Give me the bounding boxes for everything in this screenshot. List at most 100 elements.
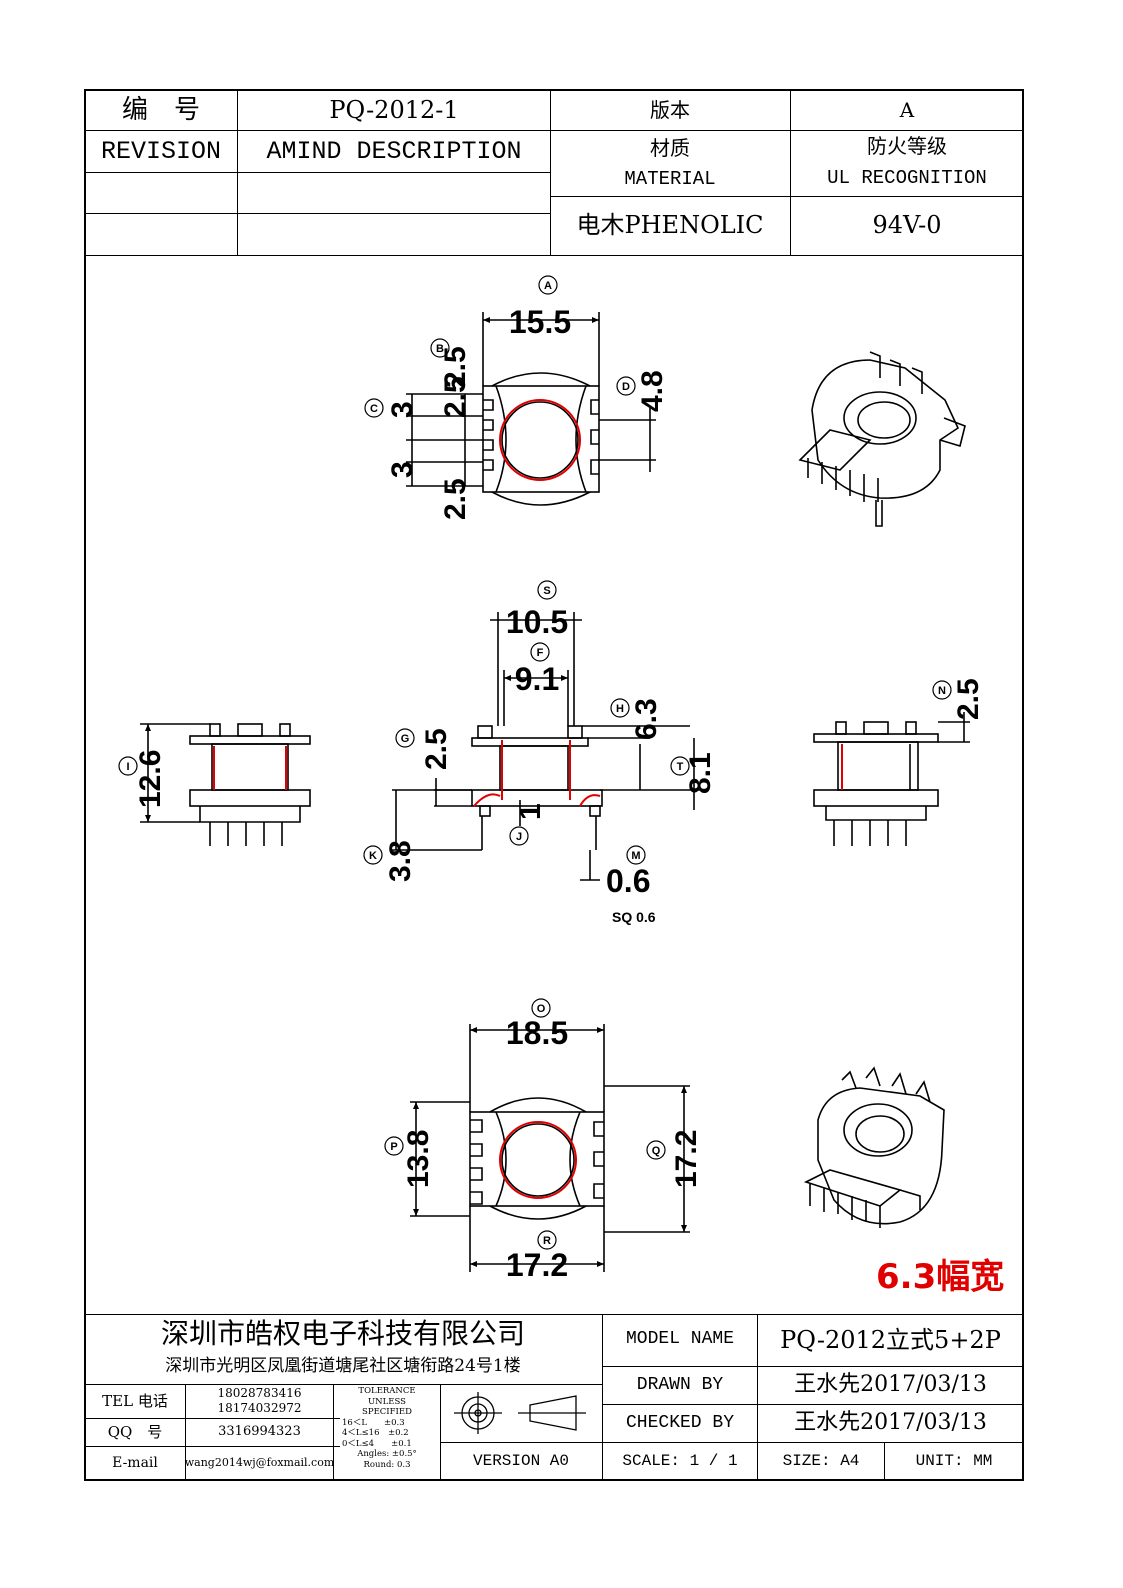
header-rule [550,196,1024,197]
dim-q: 17.2 [670,1130,703,1188]
bubble-b: B [436,343,444,355]
side-view-left [140,723,311,846]
title-rule [84,1418,340,1419]
part-number: PQ-2012-1 [329,95,459,124]
tolerance-row: Round: 0.3 [363,1459,411,1470]
top-view-front [406,312,656,506]
ul-value: 94V-0 [872,211,942,240]
tolerance-title: TOLERANCE [358,1386,416,1396]
qq-label: QQ 号 [107,1423,163,1442]
dim-j: 1 [514,803,547,820]
version-a0: VERSION A0 [472,1451,569,1470]
unit-label: UNIT: MM [915,1451,993,1470]
bubble-o: O [537,1003,546,1015]
dim-c3: 2.5 [439,376,472,418]
header-rule [550,89,551,255]
bottom-view [410,1024,690,1272]
checked-value: 王水先2017/03/13 [794,1410,987,1436]
qq-value: 3316994323 [218,1424,301,1440]
bubble-p: P [390,1141,397,1153]
drawn-value: 王水先2017/03/13 [794,1372,987,1398]
model-label: MODEL NAME [625,1329,735,1350]
version-value: A [899,98,915,122]
fire-label-en: UL RECOGNITION [827,166,987,189]
title-rule [440,1384,441,1481]
dim-s: 10.5 [506,604,568,640]
email-value: wang2014wj@foxmail.com [184,1456,335,1470]
bubble-t: T [677,761,684,773]
scale-label: SCALE: 1 / 1 [622,1451,738,1470]
drawn-label: DRAWN BY [636,1374,724,1395]
title-rule [602,1404,1024,1405]
size-label: SIZE: A4 [782,1451,860,1470]
side-view-center [392,612,700,881]
company-address: 深圳市光明区凤凰街道塘尾社区塘衔路24号1楼 [165,1355,521,1376]
title-rule [602,1314,603,1481]
email-label: E-mail [112,1454,158,1471]
drawing-frame [84,89,1024,1481]
dim-d: 4.8 [636,370,669,412]
bubble-k: K [369,850,377,862]
dim-c1: 3 [386,401,419,418]
bubble-n: N [938,685,946,697]
iso-view-2 [803,1066,945,1228]
iso-view-1 [798,351,966,527]
dim-f: 9.1 [515,661,559,697]
dim-p: 13.8 [402,1130,435,1188]
dim-m: 0.6 [606,863,650,899]
bubble-r: R [543,1235,551,1247]
bubble-g: G [401,733,410,745]
tolerance-title: SPECIFIED [362,1407,412,1417]
tolerance-block: TOLERANCE UNLESS SPECIFIED 16＜L ±0.3 4＜L… [336,1386,438,1480]
title-rule [84,1384,602,1385]
bubble-d: D [622,381,630,393]
bubble-a: A [544,280,552,292]
tolerance-title: UNLESS [368,1396,406,1407]
side-view-right [813,712,970,846]
bubble-h: H [616,703,624,715]
bubble-j: J [516,831,522,843]
header-rule [84,172,550,173]
dim-b: 2.5 [439,346,472,388]
tel-number-2: 18174032972 [217,1400,302,1415]
title-rule [84,1314,1024,1315]
model-value: PQ-2012立式5+2P [780,1325,1001,1354]
version-label: 版本 [650,98,690,122]
title-rule [884,1442,885,1481]
dim-g: 2.5 [420,728,453,770]
dim-c2: 3 [386,461,419,478]
title-rule [602,1366,1024,1367]
tolerance-row: 4＜L≤16 ±0.2 [342,1428,409,1438]
bubble-q: Q [652,1145,661,1157]
tel-label: TEL 电话 [102,1392,168,1411]
bubble-f: F [537,647,544,659]
dim-t: 8.1 [684,752,717,794]
material-label-en: MATERIAL [624,167,716,190]
title-rule [602,1442,1024,1443]
revision-label: REVISION [100,137,222,167]
bubble-m: M [631,850,640,862]
dim-n: 2.5 [952,678,985,720]
tel-number-1: 18028783416 [217,1385,302,1400]
dim-c4: 2.5 [439,478,472,520]
number-label: 编 号 [121,94,200,125]
title-rule [185,1384,186,1481]
tolerance-row: Angles: ±0.5° [357,1449,417,1459]
checked-label: CHECKED BY [625,1412,735,1433]
fire-label-cn: 防火等级 [867,134,947,158]
material-value: 电木PHENOLIC [576,211,764,240]
title-rule [84,1446,340,1447]
sq-note: SQ 0.6 [612,909,656,925]
amind-label: AMIND DESCRIPTION [266,137,522,167]
dim-k: 3.8 [384,840,417,882]
tolerance-row: 16＜L ±0.3 [342,1417,405,1428]
material-label-cn: 材质 [650,136,690,160]
dim-r: 17.2 [506,1247,568,1283]
dim-i: 12.6 [134,750,167,808]
title-rule [757,1314,758,1481]
dim-o: 18.5 [506,1015,568,1051]
header-rule [84,213,550,214]
title-rule [440,1442,602,1443]
header-rule [790,89,791,255]
